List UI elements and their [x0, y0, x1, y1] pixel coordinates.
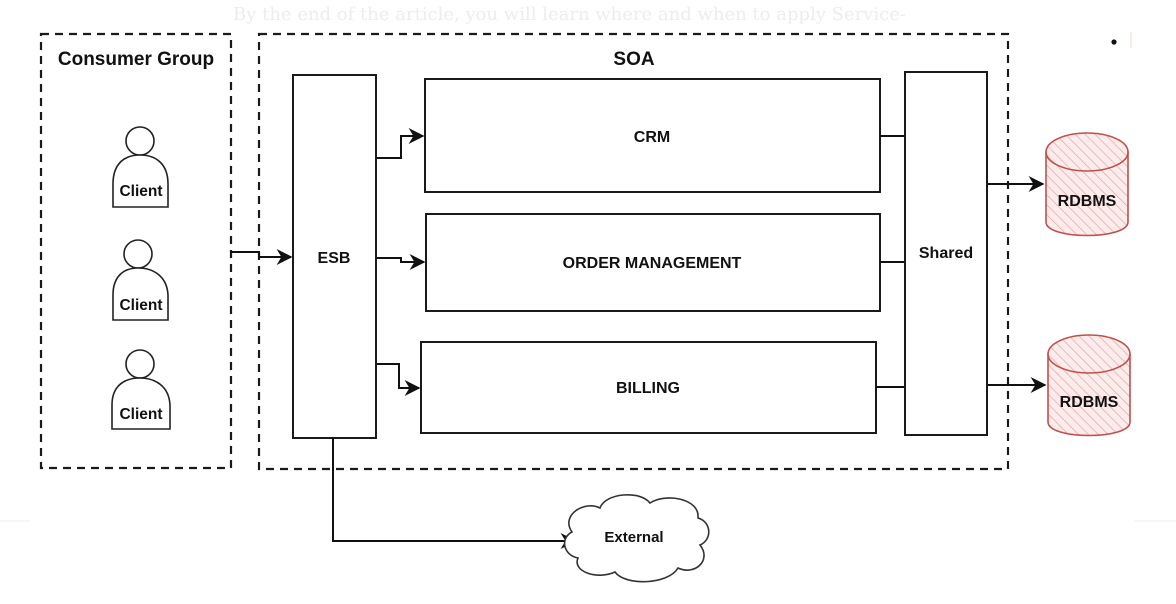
bullet-icon — [1111, 39, 1117, 45]
external-label: External — [604, 529, 663, 546]
soa-group: SOA — [257, 32, 1010, 471]
client-2[interactable]: Client — [112, 239, 169, 321]
service-order-management[interactable]: ORDER MANAGEMENT — [425, 213, 881, 312]
article-caption: By the end of the article, you will lear… — [233, 4, 906, 25]
client-label: Client — [119, 297, 162, 314]
service-label: BILLING — [616, 380, 680, 397]
external-node[interactable]: External — [563, 493, 710, 583]
esb-to-external-connector — [332, 438, 577, 549]
service-billing[interactable]: BILLING — [420, 341, 877, 434]
soa-title: SOA — [613, 49, 654, 70]
esb-to-order-connector — [377, 254, 426, 270]
database-icon — [1045, 132, 1129, 237]
consumer-group-title: Consumer Group — [58, 49, 214, 70]
person-icon — [112, 126, 169, 208]
service-crm[interactable]: CRM — [424, 78, 881, 193]
esb-to-crm-connector — [377, 128, 425, 159]
client-3[interactable]: Client — [111, 349, 171, 430]
person-icon — [112, 239, 169, 321]
soa-border — [257, 32, 1010, 471]
rdbms-1[interactable]: RDBMS — [1045, 132, 1129, 237]
service-label: ORDER MANAGEMENT — [563, 255, 742, 272]
client-label: Client — [119, 406, 162, 423]
esb-label: ESB — [318, 250, 351, 267]
shared-label: Shared — [919, 245, 973, 262]
client-label: Client — [119, 183, 162, 200]
client-1[interactable]: Client — [112, 126, 169, 208]
consumer-group: Consumer Group Client Client Client — [39, 32, 233, 470]
shared-node[interactable]: Shared — [904, 71, 988, 436]
rdbms-label: RDBMS — [1058, 193, 1117, 210]
consumer-to-esb-connector — [230, 249, 293, 265]
esb-node[interactable]: ESB — [292, 74, 377, 439]
person-icon — [111, 349, 171, 430]
rdbms-label: RDBMS — [1060, 394, 1119, 411]
service-label: CRM — [634, 129, 670, 146]
cloud-icon — [563, 493, 710, 583]
rdbms-2[interactable]: RDBMS — [1047, 334, 1131, 437]
database-icon — [1047, 334, 1131, 437]
esb-to-billing-connector — [377, 363, 421, 396]
